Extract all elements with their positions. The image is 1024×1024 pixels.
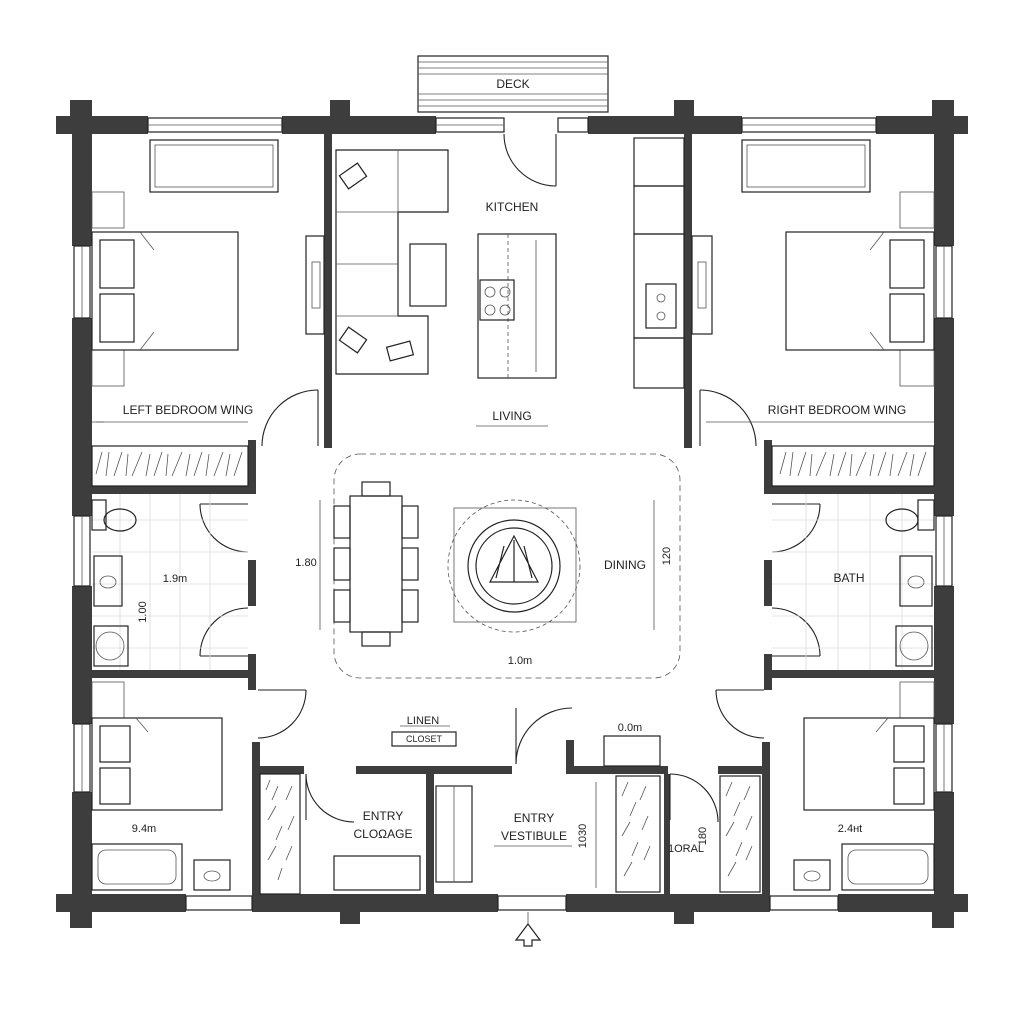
storage-tag-label: 1ORAL (668, 843, 704, 855)
bath-width-dimension: 1.9m (163, 573, 187, 585)
exterior-walls (56, 100, 968, 928)
deck (417, 55, 609, 113)
closet-hatch-right (779, 451, 927, 477)
kitchen-label: KITCHEN (486, 200, 539, 214)
entry-area (259, 725, 761, 947)
dining-label: DINING (604, 558, 646, 572)
lower-right-bedroom (793, 681, 935, 891)
storage-height-dimension: 180 (697, 827, 709, 845)
lower-left-bed-dimension: 9.4m (132, 823, 156, 835)
left-bedroom (91, 139, 325, 487)
left-bath (91, 494, 248, 670)
kitchen-fixtures (477, 137, 685, 389)
vestibule-height-dimension: 1030 (577, 824, 589, 848)
dining-left-dimension: 1.80 (295, 557, 316, 569)
living-label: LIVING (492, 409, 531, 423)
closet-hatch-left (95, 451, 243, 477)
lower-right-bed-dimension: 2.4ʜt (838, 823, 862, 835)
dining-furniture (319, 453, 681, 679)
dining-right-dimension: 120 (661, 547, 673, 565)
right-bedroom (691, 139, 935, 487)
right-wing-label: RIGHT BEDROOM WING (768, 403, 906, 417)
living-furniture (335, 149, 449, 375)
linen-label: LINEN (407, 715, 439, 727)
lower-left-bedroom (91, 681, 231, 891)
vestibule-label-2: VESTIBULE (501, 829, 567, 843)
left-wing-label: LEFT BEDROOM WING (123, 403, 253, 417)
doors (199, 133, 821, 823)
bath-height-dimension: 1.00 (137, 601, 149, 622)
dining-bottom-dimension: 1.0m (508, 655, 532, 667)
entry-storage-label-1: ENTRY (363, 809, 403, 823)
vestibule-label-1: ENTRY (514, 811, 554, 825)
closet-label: CLOSET (406, 734, 443, 744)
deck-label: DECK (496, 77, 529, 91)
entry-storage-label-2: CLOΩAGE (354, 827, 413, 841)
interior-walls (92, 134, 934, 894)
right-bath (772, 494, 935, 670)
bath-label: BATH (833, 571, 864, 585)
closet-width-dimension: 0.0m (618, 722, 642, 734)
